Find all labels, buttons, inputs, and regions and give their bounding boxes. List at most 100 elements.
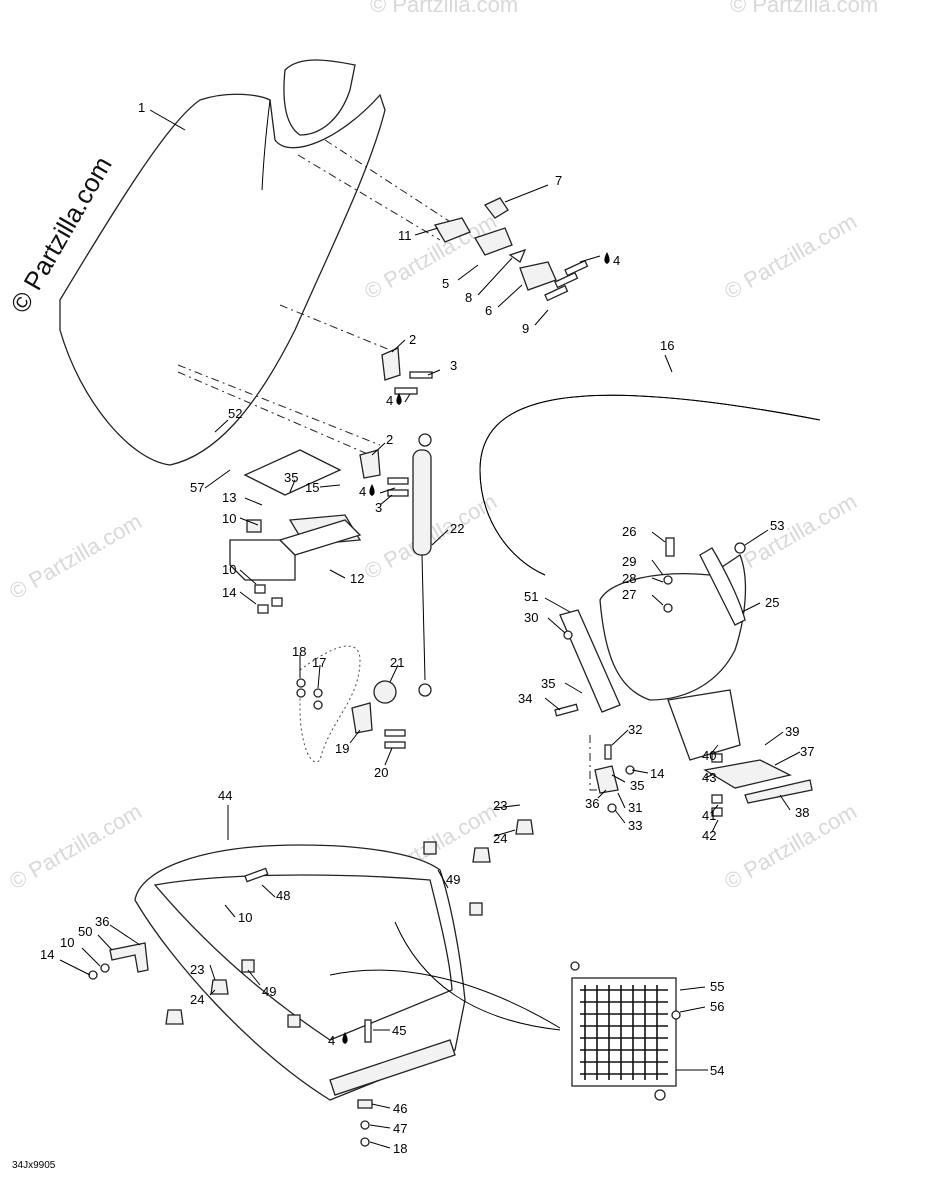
callout-45: 45 <box>392 1023 406 1038</box>
callout-9: 9 <box>522 321 529 336</box>
callout-10: 10 <box>238 910 252 925</box>
callout-1: 1 <box>138 100 145 115</box>
watermark-text: © Partzilla.com <box>5 509 146 605</box>
callout-10: 10 <box>222 511 236 526</box>
callout-29: 29 <box>622 554 636 569</box>
watermark-text: © Partzilla.com <box>5 799 146 895</box>
callout-3: 3 <box>450 358 457 373</box>
watermark-text: © Partzilla.com <box>370 0 518 17</box>
oil-drop-icon <box>396 393 402 405</box>
oil-drop-icon <box>604 252 610 264</box>
callout-6: 6 <box>485 303 492 318</box>
callout-21: 21 <box>390 655 404 670</box>
upper-bracket-group <box>434 197 589 302</box>
callout-40: 40 <box>702 748 716 763</box>
callout-57: 57 <box>190 480 204 495</box>
callout-3: 3 <box>375 500 382 515</box>
cargo-net-part <box>570 961 681 1101</box>
diagram-code: 34Jx9905 <box>12 1160 56 1171</box>
callout-10: 10 <box>222 562 236 577</box>
leader-lines <box>59 109 801 1149</box>
callout-16: 16 <box>660 338 674 353</box>
callout-25: 25 <box>765 595 779 610</box>
callout-28: 28 <box>622 571 636 586</box>
callout-20: 20 <box>374 765 388 780</box>
oil-drop-icon <box>369 484 375 496</box>
watermark-text: © Partzilla.com <box>730 0 878 17</box>
callout-10: 10 <box>60 935 74 950</box>
watermark-text: © Partzilla.com <box>720 799 861 895</box>
callout-26: 26 <box>622 524 636 539</box>
watermark-text: © Partzilla.com <box>360 209 501 305</box>
callout-42: 42 <box>702 828 716 843</box>
callout-7: 7 <box>555 173 562 188</box>
callout-37: 37 <box>800 744 814 759</box>
callout-52: 52 <box>228 406 242 421</box>
callout-34: 34 <box>518 691 532 706</box>
callout-14: 14 <box>650 766 664 781</box>
callout-19: 19 <box>335 741 349 756</box>
callout-41: 41 <box>702 808 716 823</box>
callout-18: 18 <box>292 644 306 659</box>
callout-55: 55 <box>710 979 724 994</box>
callout-56: 56 <box>710 999 724 1014</box>
callout-4: 4 <box>328 1033 335 1048</box>
callout-14: 14 <box>222 585 236 600</box>
callout-54: 54 <box>710 1063 724 1078</box>
callout-39: 39 <box>785 724 799 739</box>
callout-12: 12 <box>350 571 364 586</box>
callout-4: 4 <box>386 393 393 408</box>
callout-labels: 1 7 11 5 8 6 9 4 2 3 4 52 2 57 4 3 35 15… <box>40 100 814 1156</box>
callout-23: 23 <box>493 798 507 813</box>
callout-35: 35 <box>630 778 644 793</box>
callout-36: 36 <box>95 914 109 929</box>
callout-5: 5 <box>442 276 449 291</box>
support-bracket-group <box>229 449 362 614</box>
callout-14: 14 <box>40 947 54 962</box>
callout-32: 32 <box>628 722 642 737</box>
mounting-bracket-group <box>359 347 433 497</box>
callout-48: 48 <box>276 888 290 903</box>
callout-24: 24 <box>493 831 507 846</box>
callout-49: 49 <box>446 872 460 887</box>
callout-35: 35 <box>284 470 298 485</box>
callout-17: 17 <box>312 655 326 670</box>
cup-holder-part <box>559 547 747 761</box>
callout-15: 15 <box>305 480 319 495</box>
callout-50: 50 <box>78 924 92 939</box>
hardware-group <box>88 537 746 1147</box>
callout-30: 30 <box>524 610 538 625</box>
callout-36: 36 <box>585 796 599 811</box>
callout-38: 38 <box>795 805 809 820</box>
tray-bracket-part <box>109 942 149 973</box>
callout-47: 47 <box>393 1121 407 1136</box>
callout-22: 22 <box>450 521 464 536</box>
callout-46: 46 <box>393 1101 407 1116</box>
callout-31: 31 <box>628 800 642 815</box>
callout-43: 43 <box>702 770 716 785</box>
bumper-group <box>165 819 534 1028</box>
gas-strut-part <box>412 433 432 697</box>
callout-8: 8 <box>465 290 472 305</box>
callout-24: 24 <box>190 992 204 1007</box>
callout-18: 18 <box>393 1141 407 1156</box>
callout-2: 2 <box>386 432 393 447</box>
strut-mount-group <box>296 645 406 763</box>
callout-11: 11 <box>398 228 412 243</box>
callout-4: 4 <box>613 253 620 268</box>
mount-plate-group <box>703 753 813 817</box>
callout-2: 2 <box>409 332 416 347</box>
callout-13: 13 <box>222 490 236 505</box>
callout-23: 23 <box>190 962 204 977</box>
callout-44: 44 <box>218 788 232 803</box>
callout-33: 33 <box>628 818 642 833</box>
callout-35: 35 <box>541 676 555 691</box>
callout-51: 51 <box>524 589 538 604</box>
callout-49: 49 <box>262 984 276 999</box>
hinge-bracket-part <box>589 735 635 813</box>
storage-tray-part <box>134 844 561 1101</box>
callout-27: 27 <box>622 587 636 602</box>
windshield-part <box>59 59 386 466</box>
callout-53: 53 <box>770 518 784 533</box>
